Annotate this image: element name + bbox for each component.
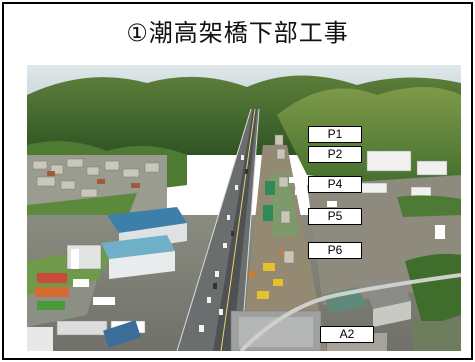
construction-yard: [241, 145, 327, 351]
pier-label-p6: P6: [308, 242, 362, 259]
figure-title: ①潮高架橋下部工事: [126, 19, 349, 47]
lower-right-buildings: [230, 277, 461, 351]
highway: [177, 109, 259, 351]
parked-vehicles: [27, 273, 146, 351]
abutment-label-a2: A2: [320, 326, 374, 343]
pier-label-p4: P4: [308, 176, 362, 193]
factory-buildings: [66, 207, 187, 279]
aerial-construction-photo: [27, 65, 461, 351]
pier-label-p2: P2: [308, 146, 362, 163]
right-hillside: [277, 87, 461, 195]
pier-label-p1: P1: [308, 126, 362, 143]
pier-label-p5: P5: [308, 208, 362, 225]
